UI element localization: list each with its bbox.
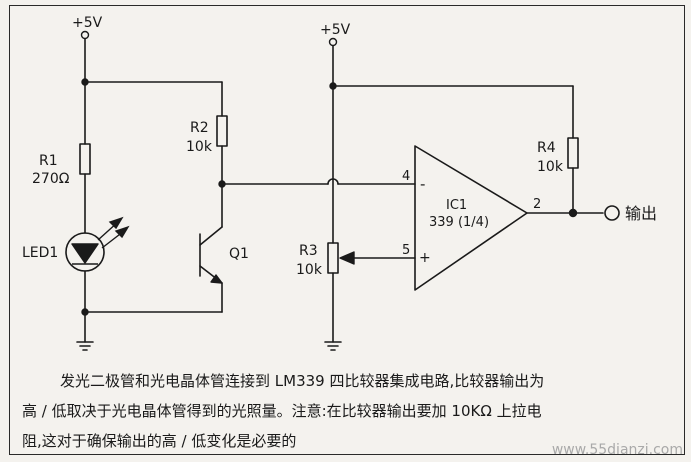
output-terminal bbox=[604, 205, 620, 221]
caption-line-2: 高 / 低取决于光电晶体管得到的光照量。注意:在比较器输出要加 10KΩ 上拉电 bbox=[22, 402, 542, 420]
junction-left-top bbox=[81, 78, 89, 86]
vcc-right-label: +5V bbox=[320, 22, 351, 38]
plus-input-sign: + bbox=[419, 250, 431, 266]
vcc-left-terminal bbox=[80, 30, 90, 40]
pin-5-label: 5 bbox=[402, 243, 410, 258]
r1-value: 270Ω bbox=[32, 171, 70, 187]
ic1-part: 339 (1/4) bbox=[429, 215, 489, 230]
figure-frame bbox=[9, 5, 685, 455]
minus-input-sign: - bbox=[420, 175, 425, 193]
caption-line-1: 发光二极管和光电晶体管连接到 LM339 四比较器集成电路,比较器输出为 bbox=[60, 372, 545, 390]
junction-collector bbox=[218, 180, 226, 188]
resistor-r2 bbox=[216, 115, 228, 147]
q1-name: Q1 bbox=[229, 246, 249, 262]
watermark: www.55dianzi.com bbox=[551, 442, 683, 458]
pin-2-label: 2 bbox=[533, 197, 541, 212]
r2-value: 10k bbox=[186, 139, 213, 155]
r3-name: R3 bbox=[299, 243, 318, 259]
r3-wiper-arrow bbox=[339, 251, 355, 265]
caption-line-3: 阻,这对于确保输出的高 / 低变化是必要的 bbox=[22, 432, 297, 450]
pin-4-label: 4 bbox=[402, 169, 410, 184]
junction-right-top bbox=[329, 82, 337, 90]
resistor-r1 bbox=[79, 143, 91, 175]
r4-name: R4 bbox=[537, 140, 556, 156]
q1-collector bbox=[199, 226, 223, 246]
resistor-r4 bbox=[567, 137, 579, 169]
led1-light-arrows bbox=[97, 216, 130, 249]
r1-name: R1 bbox=[39, 153, 58, 169]
led1-diode-triangle bbox=[71, 243, 99, 264]
r3-value: 10k bbox=[296, 262, 323, 278]
comparator-ic1 bbox=[414, 145, 528, 291]
junction-left-bottom bbox=[81, 308, 89, 316]
ic1-name: IC1 bbox=[446, 198, 467, 213]
vcc-left-label: +5V bbox=[72, 15, 103, 31]
output-label: 输出 bbox=[625, 204, 657, 223]
r2-name: R2 bbox=[190, 120, 209, 136]
q1-emitter-arrow bbox=[210, 274, 223, 284]
r4-value: 10k bbox=[537, 159, 564, 175]
vcc-right-terminal bbox=[328, 37, 338, 47]
junction-output bbox=[568, 208, 578, 218]
led1-name: LED1 bbox=[22, 245, 58, 261]
resistor-r3 bbox=[327, 242, 339, 274]
